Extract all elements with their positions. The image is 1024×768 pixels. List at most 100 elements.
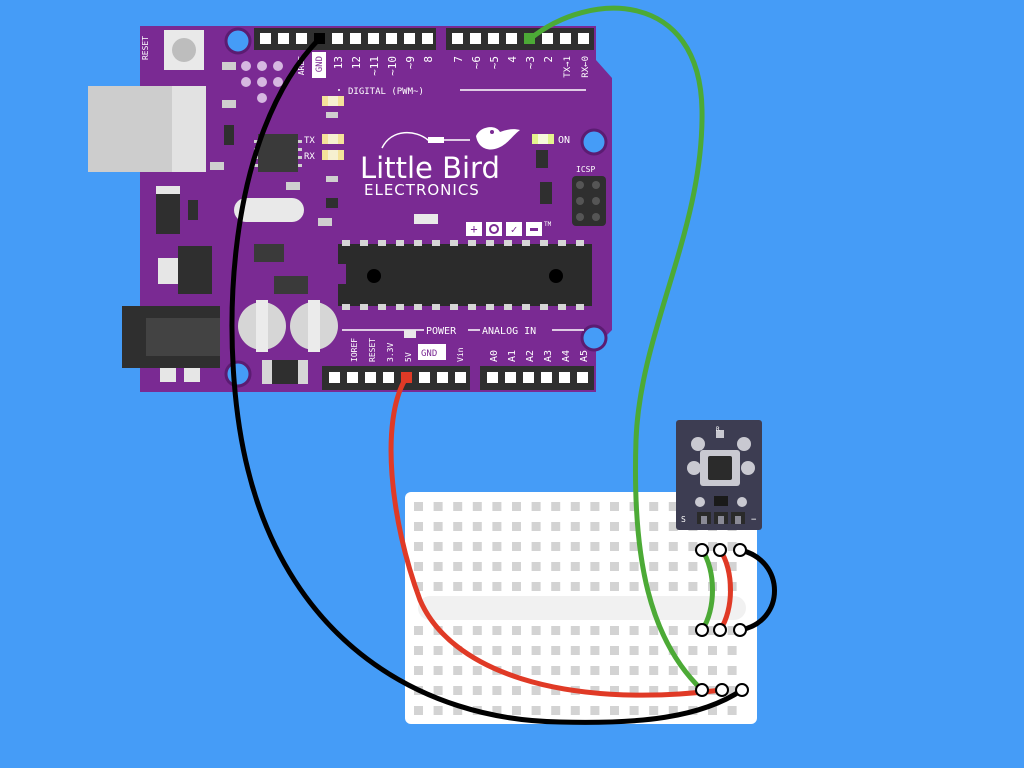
pin-label: RESET	[368, 338, 377, 362]
breadboard-hole	[492, 626, 502, 635]
tm-label: TM	[544, 221, 552, 228]
pin-label: 13	[332, 56, 345, 69]
mounting-hole	[580, 128, 608, 156]
crystal	[234, 198, 304, 222]
reset-label: RESET	[141, 36, 150, 60]
wire-endpoints	[695, 543, 749, 697]
breadboard-hole	[414, 502, 423, 511]
breadboard-hole	[433, 706, 443, 715]
breadboard-hole	[512, 562, 521, 571]
breadboard-hole	[551, 666, 561, 675]
breadboard-hole	[414, 562, 423, 571]
breadboard-hole	[433, 666, 443, 675]
breadboard-hole	[570, 562, 580, 571]
breadboard-hole	[453, 542, 463, 551]
pin-label: 3.3V	[386, 343, 395, 362]
breadboard-hole	[433, 582, 443, 591]
breadboard-hole	[610, 626, 619, 635]
breadboard-hole	[492, 562, 502, 571]
minus-icon	[530, 228, 538, 231]
breadboard-hole	[433, 562, 443, 571]
breadboard-hole	[492, 522, 502, 531]
pin-label: 12	[350, 56, 363, 69]
breadboard-hole	[433, 542, 443, 551]
arduino-board: RESET	[88, 26, 612, 392]
wires	[229, 5, 777, 725]
icsp-label: ICSP	[576, 165, 595, 174]
breadboard-hole	[570, 706, 580, 715]
breadboard-hole	[649, 522, 659, 531]
on-label: ON	[558, 135, 570, 146]
breadboard-hole	[727, 666, 737, 675]
bottom-pin-labels: IOREF RESET 3.3V 5V GND Vin A0 A1 A2 A3 …	[350, 338, 590, 362]
breadboard-hole	[610, 542, 619, 551]
breadboard-hole	[727, 562, 737, 571]
breadboard-hole	[472, 646, 482, 655]
breadboard-hole	[649, 582, 659, 591]
breadboard-hole	[570, 666, 580, 675]
pin-label: ~3	[524, 56, 537, 69]
pin-label: TX→1	[563, 56, 573, 78]
mcu-chip	[338, 240, 592, 310]
breadboard-hole	[512, 626, 521, 635]
breadboard-hole	[531, 542, 541, 551]
breadboard-hole	[649, 562, 659, 571]
breadboard-hole	[453, 562, 463, 571]
breadboard-hole	[590, 646, 600, 655]
breadboard-hole	[492, 582, 502, 591]
breadboard-hole	[610, 706, 619, 715]
digital-label: DIGITAL (PWM~)	[348, 87, 424, 97]
breadboard-hole	[531, 666, 541, 675]
pin-label: A5	[579, 350, 590, 362]
top-pin-labels: AREF GND 13 12 ~11 ~10 ~9 8 7 ~6 ~5 4 ~3…	[297, 52, 591, 78]
breadboard-hole	[668, 542, 678, 551]
breadboard-hole	[433, 502, 443, 511]
breadboard-hole	[668, 582, 678, 591]
breadboard-hole	[512, 666, 521, 675]
power-header	[322, 366, 470, 390]
breadboard-hole	[551, 626, 561, 635]
breadboard-hole	[668, 502, 678, 511]
pin-label: A2	[525, 350, 536, 362]
breadboard-hole	[708, 666, 717, 675]
breadboard-hole	[590, 666, 600, 675]
breadboard-hole	[512, 646, 521, 655]
breadboard-hole	[649, 646, 659, 655]
wire-signal-green	[527, 5, 705, 693]
pin-label: A1	[507, 350, 518, 362]
power-label: POWER	[426, 326, 457, 337]
breadboard-hole	[688, 686, 698, 695]
module-label-r: R	[716, 426, 720, 433]
breadboard-hole	[472, 686, 482, 695]
breadboard-hole	[727, 542, 737, 551]
breadboard-hole	[590, 542, 600, 551]
breadboard-hole	[590, 522, 600, 531]
breadboard-hole	[570, 626, 580, 635]
breadboard-hole	[570, 582, 580, 591]
breadboard-hole	[610, 522, 619, 531]
breadboard-hole	[629, 646, 639, 655]
breadboard-hole	[472, 502, 482, 511]
breadboard-hole	[472, 626, 482, 635]
breadboard-hole	[512, 502, 521, 511]
breadboard-hole	[414, 582, 423, 591]
pin-label: ~5	[488, 56, 501, 69]
breadboard-hole	[512, 522, 521, 531]
usb-chip	[258, 134, 298, 172]
breadboard-hole	[688, 626, 698, 635]
wire-power-red	[388, 375, 725, 698]
breadboard-hole	[708, 646, 717, 655]
breadboard-holes	[414, 502, 737, 715]
breadboard-hole	[727, 706, 737, 715]
pin-label: RX←0	[581, 56, 591, 78]
breadboard-hole	[590, 562, 600, 571]
tx-label: TX	[304, 136, 315, 146]
breadboard-hole	[472, 542, 482, 551]
wire-module-red	[717, 547, 733, 633]
mounting-hole	[580, 324, 608, 352]
breadboard-hole	[649, 686, 659, 695]
breadboard-hole	[590, 686, 600, 695]
arduino-symbols: + ✓ TM	[466, 221, 552, 236]
breadboard-hole	[551, 582, 561, 591]
breadboard-hole	[610, 562, 619, 571]
